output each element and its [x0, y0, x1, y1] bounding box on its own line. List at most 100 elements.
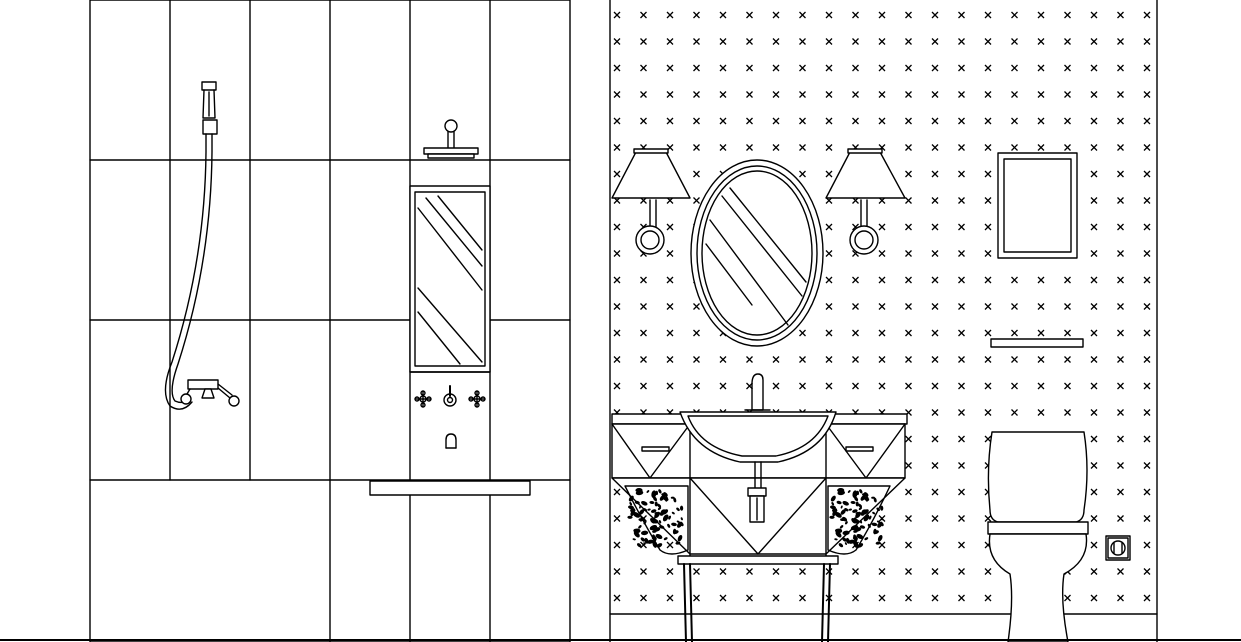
- x-mark: [666, 38, 674, 45]
- x-mark: [984, 568, 992, 575]
- x-mark: [1117, 594, 1124, 602]
- x-mark: [825, 170, 833, 178]
- x-mark: [1064, 38, 1071, 45]
- x-mark: [640, 64, 647, 72]
- x-mark: [1011, 117, 1018, 125]
- x-mark: [878, 64, 886, 72]
- leaf-mark: [650, 509, 657, 513]
- x-mark: [640, 38, 647, 45]
- leaf-mark: [852, 536, 858, 541]
- x-mark: [613, 303, 621, 310]
- x-mark: [640, 568, 647, 575]
- x-mark: [799, 144, 806, 151]
- leaf-mark: [658, 489, 662, 494]
- x-mark: [931, 250, 939, 257]
- x-mark: [693, 197, 700, 204]
- x-mark: [958, 144, 965, 151]
- x-mark: [666, 356, 674, 363]
- leaf-mark: [640, 537, 646, 542]
- x-mark: [1143, 488, 1151, 496]
- x-mark: [984, 329, 992, 337]
- x-mark: [1143, 223, 1151, 231]
- toilet: [987, 431, 1089, 642]
- x-mark: [852, 382, 859, 390]
- x-mark: [799, 382, 806, 390]
- x-mark: [1011, 356, 1018, 363]
- x-mark: [1117, 356, 1124, 363]
- x-mark: [852, 64, 859, 72]
- x-mark: [613, 276, 621, 284]
- x-mark: [958, 38, 965, 45]
- x-mark: [958, 435, 965, 443]
- x-mark: [693, 170, 700, 178]
- leaf-mark: [831, 502, 835, 506]
- x-mark: [613, 356, 621, 363]
- x-mark: [905, 250, 912, 257]
- x-mark: [1090, 462, 1098, 469]
- leaf-mark: [834, 512, 842, 518]
- leaf-mark: [668, 515, 671, 520]
- x-mark: [746, 144, 753, 151]
- leaf-mark: [855, 511, 861, 519]
- x-mark: [1064, 91, 1071, 98]
- x-mark: [799, 64, 806, 72]
- leaf-mark: [641, 530, 649, 536]
- leaf-mark: [680, 521, 684, 527]
- x-mark: [693, 329, 700, 337]
- x-mark: [984, 170, 992, 178]
- leaf-mark: [873, 530, 879, 535]
- x-mark: [613, 144, 621, 151]
- leaf-mark: [628, 505, 634, 510]
- leaf-mark: [656, 503, 662, 508]
- x-mark: [958, 250, 965, 257]
- x-mark: [719, 594, 727, 602]
- x-mark: [1117, 488, 1124, 496]
- x-mark: [746, 568, 753, 575]
- leaf-mark: [643, 542, 646, 546]
- x-mark: [1037, 356, 1045, 363]
- hand-shower: [164, 81, 218, 410]
- x-mark: [984, 64, 992, 72]
- x-mark: [1117, 11, 1124, 19]
- x-mark: [772, 117, 780, 125]
- leaf-mark: [871, 522, 878, 527]
- leaf-mark: [840, 509, 846, 515]
- x-mark: [905, 11, 912, 19]
- leaf-mark: [641, 501, 648, 506]
- x-mark: [825, 276, 833, 284]
- x-mark: [613, 568, 621, 575]
- x-mark: [825, 91, 833, 98]
- x-mark: [1143, 594, 1151, 602]
- x-mark: [613, 117, 621, 125]
- x-mark: [825, 117, 833, 125]
- x-mark: [1117, 329, 1124, 337]
- leaf-mark: [848, 508, 852, 511]
- x-mark: [1117, 250, 1124, 257]
- wall-shelf: [369, 480, 531, 496]
- x-mark: [984, 197, 992, 204]
- leaf-mark: [852, 509, 858, 513]
- x-mark: [666, 276, 674, 284]
- shower-head: [423, 119, 479, 159]
- x-mark: [640, 541, 647, 549]
- x-mark: [1117, 223, 1124, 231]
- x-mark: [905, 223, 912, 231]
- x-mark: [905, 435, 912, 443]
- x-mark: [613, 594, 621, 602]
- x-mark: [1064, 117, 1071, 125]
- x-mark: [1090, 170, 1098, 178]
- tall-mirror: [409, 185, 491, 373]
- x-mark: [1117, 382, 1124, 390]
- x-mark: [1037, 303, 1045, 310]
- x-mark: [931, 435, 939, 443]
- x-mark: [1011, 91, 1018, 98]
- x-mark: [825, 303, 833, 310]
- x-mark: [958, 11, 965, 19]
- x-mark: [1117, 91, 1124, 98]
- x-mark: [984, 276, 992, 284]
- x-mark: [1037, 144, 1045, 151]
- x-mark: [1011, 11, 1018, 19]
- x-mark: [1037, 409, 1045, 416]
- x-mark: [878, 276, 886, 284]
- leaf-mark: [860, 513, 865, 516]
